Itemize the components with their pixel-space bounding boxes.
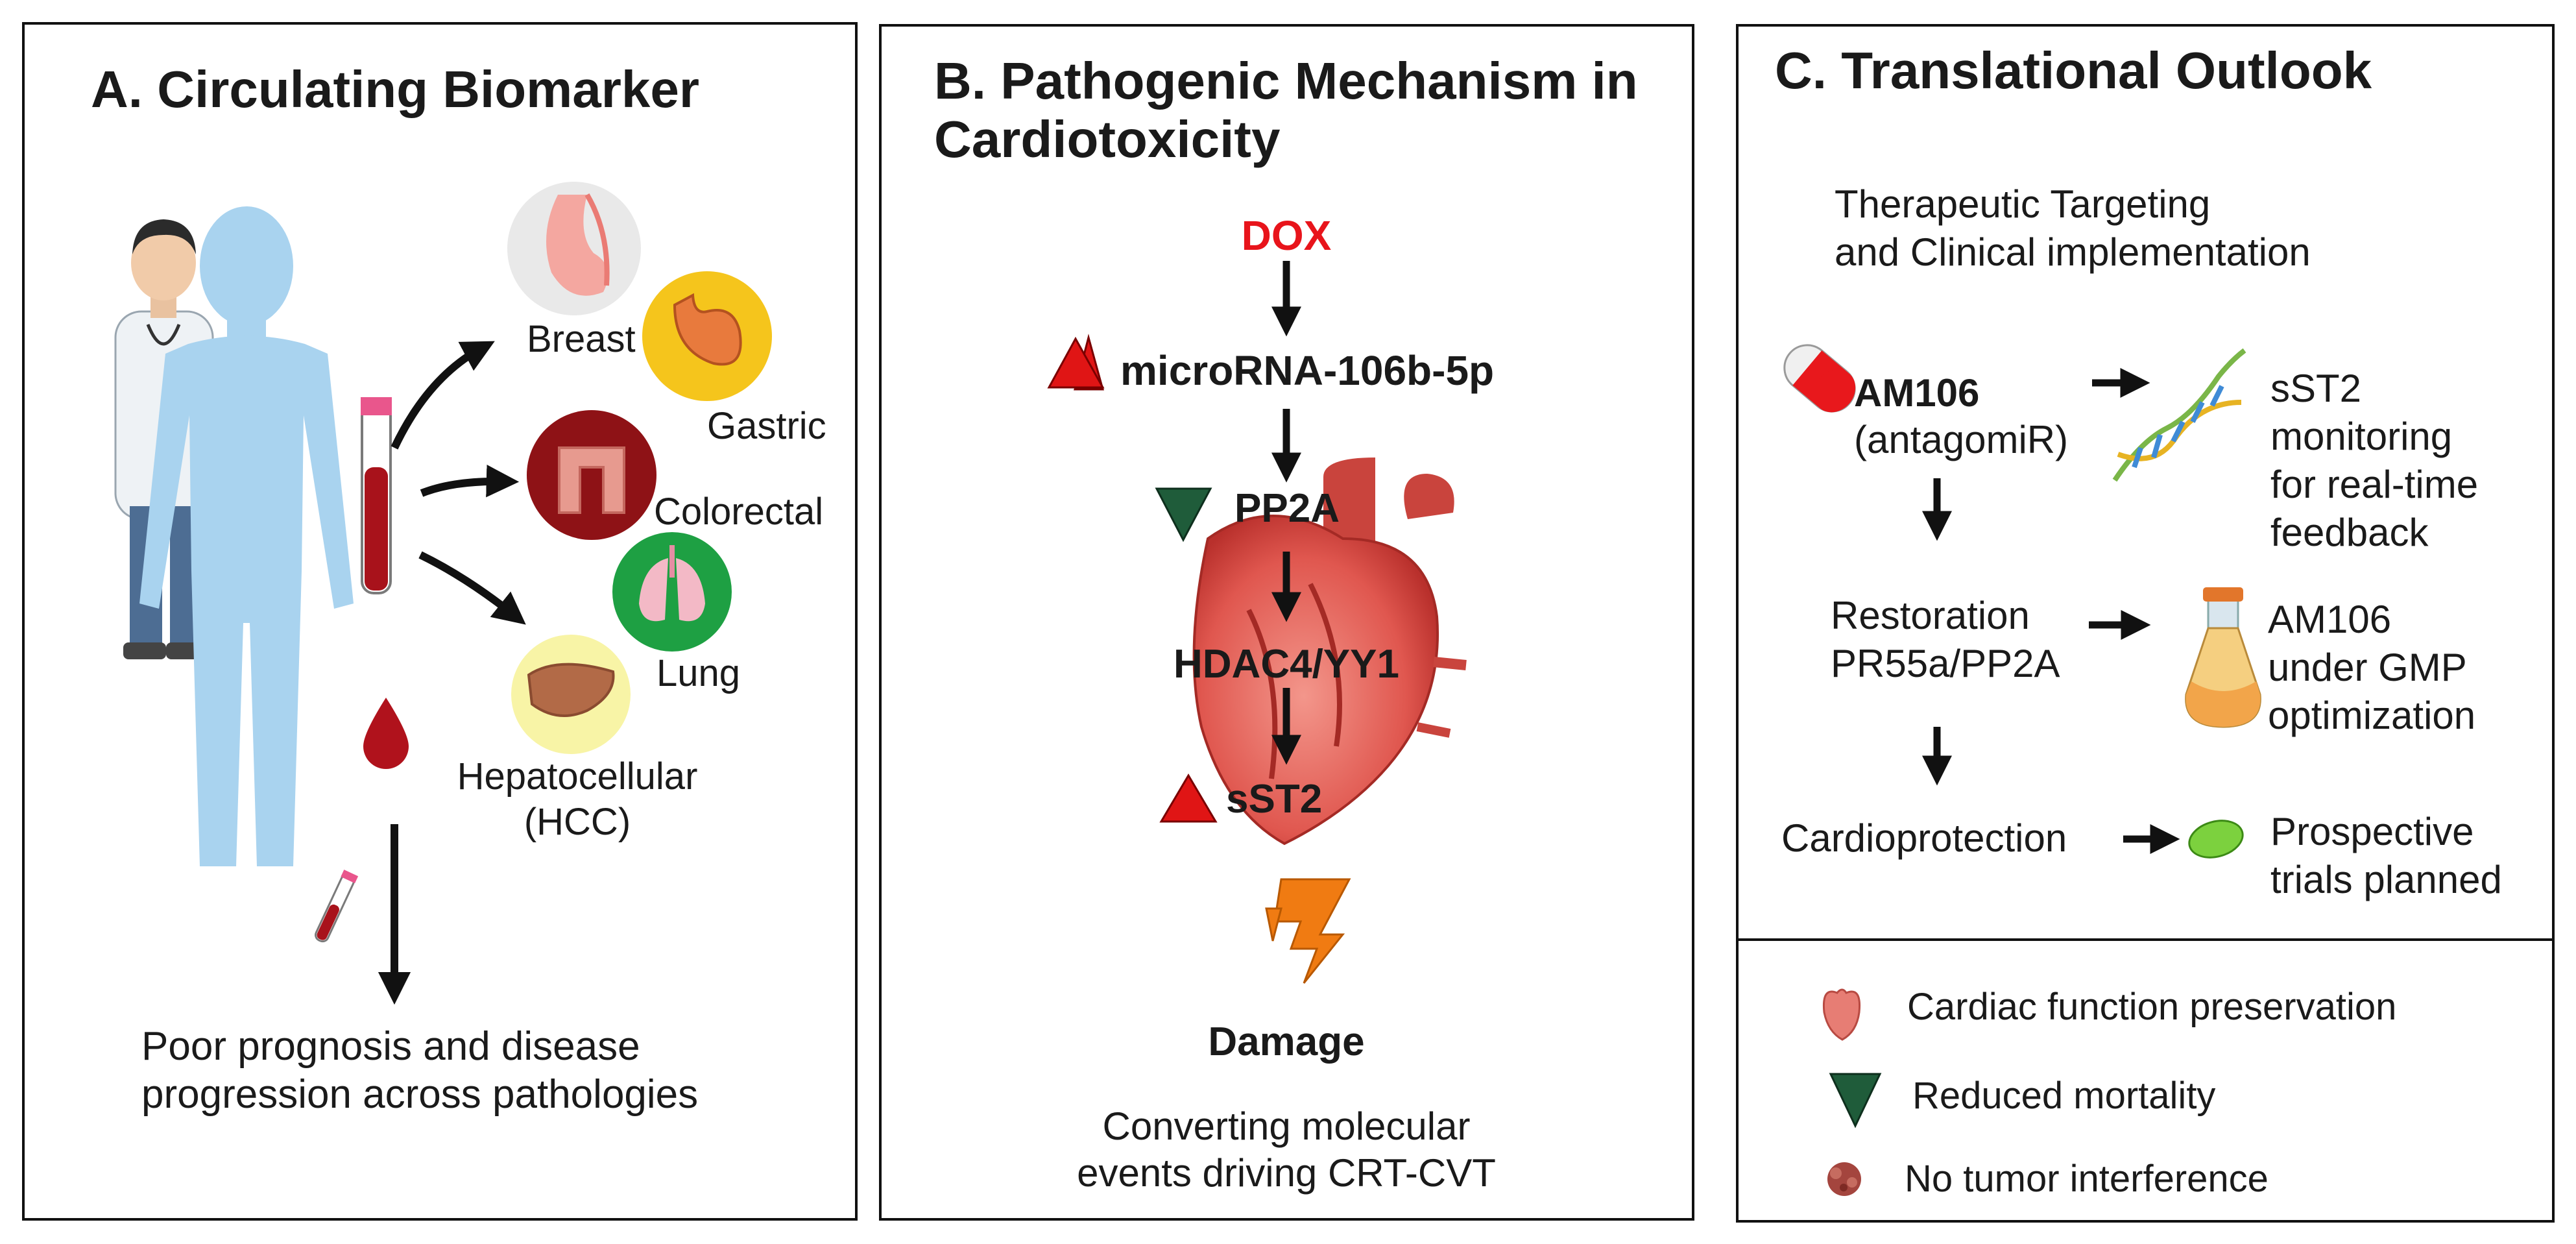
small-tube-icon [315,870,359,943]
subtitle-line2: and Clinical implementation [1835,230,2311,274]
outcome-line1: Poor prognosis and disease [141,1024,640,1069]
heart-small-icon [1822,988,1861,1041]
legend-mortality: Reduced mortality [1912,1075,2216,1117]
gmp-line1: AM106 [2268,598,2392,641]
liver-icon [511,635,631,754]
flask-icon [2185,587,2261,728]
mirna-label: microRNA-106b-5p [1120,347,1495,394]
heart-illustration [1192,457,1467,846]
outcome-line2: progression across pathologies [141,1072,699,1117]
blood-drop-icon [363,698,409,769]
trials-line1: Prospective [2270,810,2474,853]
legend-down-triangle [1829,1073,1882,1128]
label-gastric: Gastric [707,405,826,447]
panel-b-title-line1: B. Pathogenic Mechanism in [934,52,1638,110]
panel-a-frame [22,22,858,1221]
restoration-line1: Restoration [1831,594,2030,637]
panel-b-title-line2: Cardiotoxicity [934,110,1281,168]
gmp-block: AM106 under GMP optimization [2268,596,2475,740]
flow-arrows-c [1921,367,2180,855]
blood-tube-icon [361,397,392,594]
green-pill-icon [2188,820,2244,859]
label-colorectal: Colorectal [654,491,824,533]
sst2-monitoring-block: sST2 monitoring for real-time feedback [2270,365,2478,557]
sst2-label: sST2 [1226,777,1323,822]
restoration-line2: PR55a/PP2A [1831,642,2060,685]
lightning-icon [1265,878,1351,984]
label-lung: Lung [656,652,741,694]
panel-a-title: A. Circulating Biomarker [91,60,700,118]
colon-icon [527,410,656,540]
label-hcc-line1: Hepatocellular [457,755,698,798]
panel-c-frame [1736,24,2555,1223]
outcome-text: Poor prognosis and disease progression a… [141,1023,698,1119]
up-triangle-mirna [1047,334,1105,391]
trials-line2: trials planned [2270,858,2502,901]
caption-line1: Converting molecular [1102,1104,1471,1148]
down-triangle-pp2a [1155,487,1212,543]
sst2-line2: monitoring [2270,415,2453,458]
sst2-line3: for real-time [2270,463,2479,506]
lungs-icon [612,532,732,652]
stomach-icon [642,271,772,401]
cardioprotection-label: Cardioprotection [1781,816,2067,860]
panel-b-frame [879,24,1694,1221]
human-silhouette [139,206,354,866]
tumor-icon [1827,1162,1861,1196]
sst2-line1: sST2 [2270,367,2362,410]
gmp-line2: under GMP [2268,646,2467,689]
label-breast: Breast [527,318,636,360]
damage-label: Damage [1208,1019,1365,1064]
am106-label: AM106 [1854,371,1980,415]
capsule-icon [1783,344,1856,413]
am106-block: AM106 (antagomiR) [1854,370,2068,463]
caption-line2: events driving CRT-CVT [1077,1151,1496,1195]
gmp-line3: optimization [2268,694,2476,737]
label-hcc-line2: (HCC) [524,801,631,843]
panel-c-title: C. Translational Outlook [1775,42,2372,99]
subtitle-line1: Therapeutic Targeting [1835,182,2211,226]
legend-cardiac: Cardiac function preservation [1907,986,2397,1028]
panel-b-title: B. Pathogenic Mechanism in Cardiotoxicit… [934,52,1638,169]
hdac-label: HDAC4/YY1 [1174,642,1399,687]
trials-block: Prospective trials planned [2270,808,2502,904]
dna-icon [2112,348,2246,482]
panel-c-divider [1736,938,2555,941]
restoration-block: Restoration PR55a/PP2A [1831,592,2060,688]
legend-tumor: No tumor interference [1905,1158,2269,1200]
label-hcc: Hepatocellular (HCC) [448,754,707,845]
pp2a-label: PP2A [1234,486,1340,531]
panel-b-caption: Converting molecular events driving CRT-… [1012,1103,1561,1197]
breast-icon [507,182,641,315]
dox-label: DOX [1241,212,1332,259]
cancer-arrows [378,341,526,1005]
sst2-line4: feedback [2270,511,2429,554]
up-triangle-sst2 [1159,774,1218,823]
antagomir-label: (antagomiR) [1854,418,2069,461]
panel-c-subtitle: Therapeutic Targeting and Clinical imple… [1835,180,2311,276]
